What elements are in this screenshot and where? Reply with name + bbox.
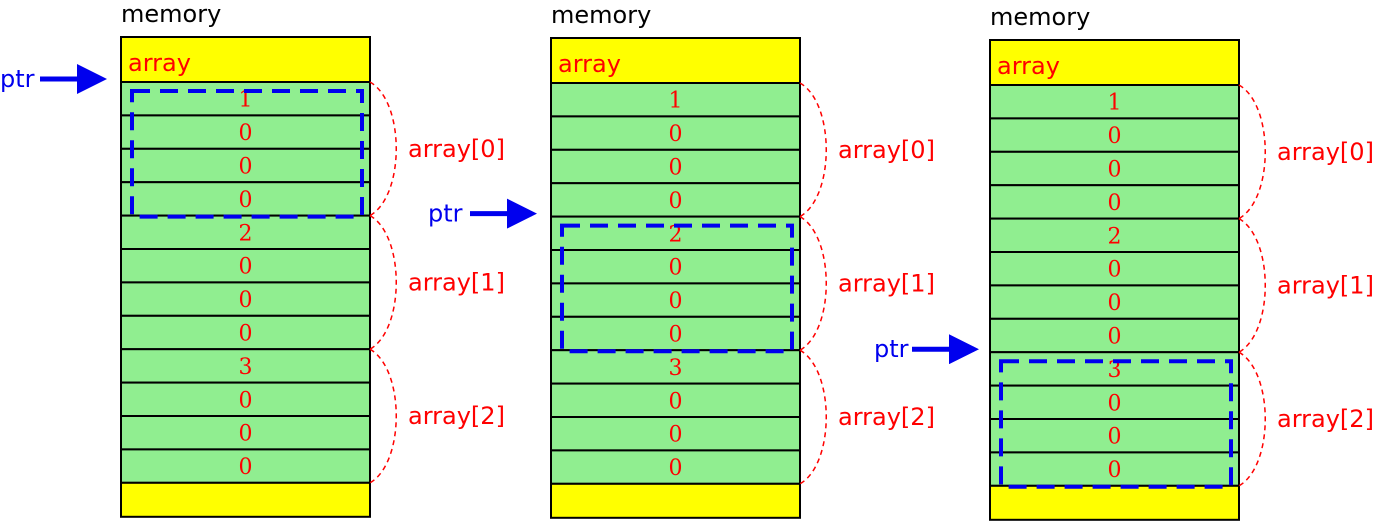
element-label: array[1] [408, 268, 505, 296]
cell-value: 0 [1108, 425, 1122, 450]
memory-cell [989, 117, 1240, 153]
memory-cell [550, 349, 801, 385]
cell-value: 0 [239, 255, 253, 280]
element-label: array[1] [1277, 271, 1374, 299]
cell-value: 2 [239, 221, 253, 246]
element-label: array[0] [408, 135, 505, 163]
ptr-label: ptr [874, 335, 909, 363]
memory-cell [989, 251, 1240, 287]
cell-value: 0 [1108, 124, 1122, 149]
element-label: array[0] [1277, 138, 1374, 166]
cell-value: 3 [239, 355, 253, 380]
element-brace [799, 215, 827, 351]
cell-value: 0 [1108, 391, 1122, 416]
memory-cell [550, 416, 801, 452]
array-label: array [128, 49, 191, 77]
memory-title: memory [551, 1, 651, 29]
cell-value: 0 [669, 256, 683, 281]
memory-cell [120, 281, 371, 317]
element-label: array[2] [838, 403, 935, 431]
memory-cell [550, 215, 801, 252]
memory-cell [120, 314, 371, 351]
element-brace [799, 349, 827, 485]
element-brace [1238, 351, 1266, 487]
memory-cell [120, 248, 371, 284]
memory-cell [550, 382, 801, 419]
element-brace [799, 82, 827, 218]
cell-value: 0 [1108, 291, 1122, 316]
ptr-label: ptr [0, 65, 35, 93]
memory-cell [550, 82, 801, 118]
element-brace [369, 81, 397, 217]
memory-panel-1: memory array 1 0 0 0 2 0 0 0 3 0 0 0 array[0] array[1] a… [428, 1, 935, 519]
cell-value: 1 [1108, 91, 1122, 116]
cell-value: 0 [239, 422, 253, 447]
cell-value: 0 [239, 455, 253, 480]
cell-value: 0 [669, 189, 683, 214]
cell-value: 0 [239, 121, 253, 146]
array-header [120, 36, 371, 83]
element-brace [1238, 84, 1266, 220]
memory-cell [550, 449, 801, 485]
element-brace [369, 214, 397, 350]
memory-cell [120, 448, 371, 484]
ptr-selection-box [560, 223, 794, 354]
cell-value: 0 [669, 456, 683, 481]
memory-cell [120, 114, 371, 150]
memory-cell [120, 147, 371, 184]
cell-value: 0 [1108, 191, 1122, 216]
array-footer [120, 481, 371, 518]
memory-title: memory [121, 0, 221, 28]
cell-value: 3 [669, 356, 683, 381]
cell-value: 0 [669, 289, 683, 314]
array-footer [989, 484, 1240, 521]
element-label: array[0] [838, 136, 935, 164]
cell-value: 3 [1108, 358, 1122, 383]
element-brace [369, 348, 397, 484]
cell-value: 0 [669, 122, 683, 147]
cell-value: 0 [669, 156, 683, 181]
cell-value: 0 [239, 288, 253, 313]
cell-value: 0 [239, 388, 253, 413]
cell-value: 0 [239, 188, 253, 213]
ptr-selection-box [999, 359, 1233, 489]
array-footer [550, 482, 801, 519]
ptr-selection-box [130, 89, 364, 219]
cell-value: 0 [1108, 325, 1122, 350]
array-label: array [558, 50, 621, 78]
cell-value: 1 [239, 88, 253, 113]
memory-panel-0: memory array 1 0 0 0 2 0 0 0 3 0 0 0 array[0] array[1] a… [0, 0, 505, 518]
element-label: array[1] [838, 269, 935, 297]
cell-value: 0 [1108, 258, 1122, 283]
cell-value: 1 [669, 89, 683, 114]
cell-value: 0 [1108, 458, 1122, 483]
cell-value: 2 [669, 222, 683, 247]
cell-value: 0 [1108, 158, 1122, 183]
memory-title: memory [990, 3, 1090, 31]
memory-cell [989, 317, 1240, 354]
cell-value: 0 [669, 423, 683, 448]
element-label: array[2] [1277, 405, 1374, 433]
memory-cell [550, 182, 801, 218]
element-label: array[2] [408, 402, 505, 430]
memory-cell [550, 115, 801, 151]
memory-cell [120, 381, 371, 418]
cell-value: 0 [239, 155, 253, 180]
element-brace [1238, 217, 1266, 353]
ptr-label: ptr [428, 200, 463, 228]
memory-cell [120, 214, 371, 251]
memory-cell [989, 184, 1240, 220]
array-label: array [997, 52, 1060, 80]
cell-value: 2 [1108, 224, 1122, 249]
array-header [989, 39, 1240, 86]
cell-value: 0 [669, 323, 683, 348]
cell-value: 0 [669, 389, 683, 414]
memory-cell [989, 418, 1240, 454]
memory-panel-2: memory array 1 0 0 0 2 0 0 0 3 0 0 0 array[0] array[1] a… [874, 3, 1374, 521]
cell-value: 0 [239, 322, 253, 347]
